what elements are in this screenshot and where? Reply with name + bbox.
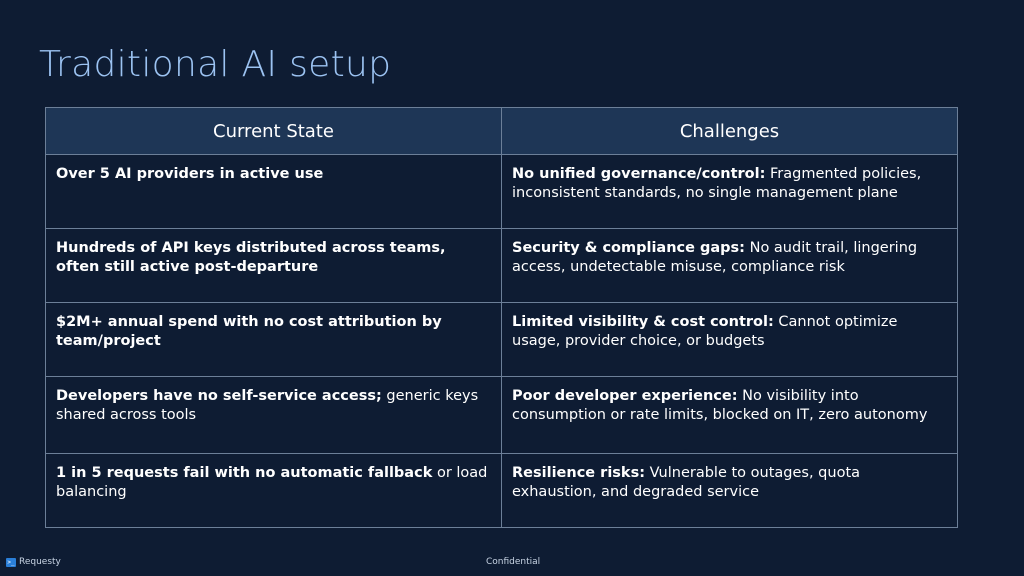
current-state-bold: Developers have no self-service access;	[56, 388, 382, 404]
table-row: $2M+ annual spend with no cost attributi…	[45, 302, 958, 377]
current-state-bold: $2M+ annual spend with no cost attributi…	[56, 314, 442, 349]
table-row: 1 in 5 requests fail with no automatic f…	[45, 453, 958, 528]
current-state-bold: Hundreds of API keys distributed across …	[56, 240, 446, 275]
challenge-cell: Poor developer experience: No visibility…	[501, 376, 958, 454]
current-state-text: generic keys shared across tools	[56, 388, 479, 423]
challenge-text: No visibility into consumption or rate l…	[512, 388, 928, 423]
confidential-label: Confidential	[486, 557, 541, 567]
challenge-bold: Limited visibility & cost control:	[512, 314, 774, 330]
current-state-cell: Over 5 AI providers in active use	[45, 154, 502, 229]
current-state-text: or load balancing	[56, 465, 488, 500]
header-challenges: Challenges	[501, 107, 958, 155]
comparison-table: Current State Challenges Over 5 AI provi…	[45, 107, 958, 528]
challenge-bold: Poor developer experience:	[512, 388, 738, 404]
current-state-cell: Developers have no self-service access; …	[45, 376, 502, 454]
current-state-cell: Hundreds of API keys distributed across …	[45, 228, 502, 303]
challenge-cell: No unified governance/control: Fragmente…	[501, 154, 958, 229]
footer-brand: >_ Requesty	[6, 557, 61, 567]
challenge-text: No audit trail, lingering access, undete…	[512, 240, 918, 275]
table-row: Hundreds of API keys distributed across …	[45, 228, 958, 303]
challenge-bold: No unified governance/control:	[512, 166, 766, 182]
current-state-cell: $2M+ annual spend with no cost attributi…	[45, 302, 502, 377]
challenge-cell: Limited visibility & cost control: Canno…	[501, 302, 958, 377]
challenge-text: Fragmented policies, inconsistent standa…	[512, 166, 922, 201]
header-current-state: Current State	[45, 107, 502, 155]
page-title: Traditional AI setup	[39, 44, 392, 85]
table-row: Developers have no self-service access; …	[45, 376, 958, 454]
challenge-bold: Security & compliance gaps:	[512, 240, 745, 256]
table-header-row: Current State Challenges	[45, 107, 958, 155]
challenge-bold: Resilience risks:	[512, 465, 645, 481]
table-row: Over 5 AI providers in active use No uni…	[45, 154, 958, 229]
challenge-text: Vulnerable to outages, quota exhaustion,…	[512, 465, 861, 500]
requesty-logo-icon: >_	[6, 557, 16, 567]
current-state-cell: 1 in 5 requests fail with no automatic f…	[45, 453, 502, 528]
challenge-cell: Security & compliance gaps: No audit tra…	[501, 228, 958, 303]
challenge-text: Cannot optimize usage, provider choice, …	[512, 314, 898, 349]
challenge-cell: Resilience risks: Vulnerable to outages,…	[501, 453, 958, 528]
current-state-bold: Over 5 AI providers in active use	[56, 166, 324, 182]
current-state-bold: 1 in 5 requests fail with no automatic f…	[56, 465, 433, 481]
brand-name: Requesty	[19, 557, 61, 567]
